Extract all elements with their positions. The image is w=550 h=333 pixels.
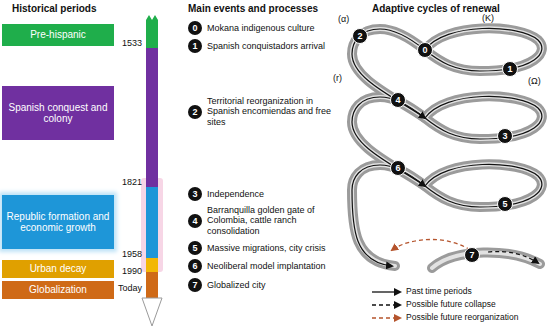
period-band: Spanish conquest and colony bbox=[2, 86, 114, 140]
reorganization-arrow bbox=[392, 240, 470, 251]
event-item: 1 Spanish conquistadors arrival bbox=[188, 39, 325, 53]
bar-segment bbox=[146, 272, 158, 298]
period-name: Pre-hispanic bbox=[30, 29, 86, 41]
legend-text: Possible future reorganization bbox=[406, 313, 518, 322]
year-label: 1958 bbox=[122, 250, 142, 260]
callout-number: 5 bbox=[188, 241, 202, 255]
phase-label: (r) bbox=[333, 74, 342, 84]
year-label: 1990 bbox=[122, 267, 142, 277]
bar-segment bbox=[146, 187, 158, 258]
callout-number: 5 bbox=[502, 200, 507, 209]
event-item: 4 Barranquilla golden gate of Colombia, c… bbox=[188, 205, 339, 236]
legend-text: Possible future collapse bbox=[406, 300, 496, 309]
cycle-circle: 7 bbox=[464, 247, 480, 263]
event-text: Massive migrations, city crisis bbox=[207, 243, 326, 253]
legend-text: Past time periods bbox=[406, 287, 472, 296]
event-text: Neoliberal model implantation bbox=[207, 261, 326, 271]
cycle-ribbon-highlight bbox=[352, 28, 542, 268]
period-name: Republic formation and economic growth bbox=[6, 211, 110, 234]
callout-number: 4 bbox=[395, 96, 400, 105]
column-heading: Adaptive cycles of renewal bbox=[372, 3, 500, 14]
event-item: 0 Mokana indigenous culture bbox=[188, 21, 315, 35]
callout-number: 6 bbox=[188, 259, 202, 273]
cycle-circle: 1 bbox=[502, 61, 518, 77]
cycle-arrow bbox=[352, 28, 542, 266]
callout-number: 3 bbox=[502, 132, 507, 141]
event-item: 7 Globalized city bbox=[188, 278, 266, 292]
bar-segment bbox=[146, 48, 158, 187]
period-name: Spanish conquest and colony bbox=[6, 102, 110, 125]
callout-number: 0 bbox=[188, 21, 202, 35]
event-text: Mokana indigenous culture bbox=[207, 23, 315, 33]
event-item: 3 Independence bbox=[188, 187, 264, 201]
year-label: Today bbox=[118, 284, 142, 294]
cycle-circle: 3 bbox=[497, 128, 513, 144]
event-text: Spanish conquistadors arrival bbox=[207, 41, 325, 51]
period-band: Urban decay bbox=[2, 260, 114, 278]
callout-number: 3 bbox=[188, 187, 202, 201]
callout-number: 7 bbox=[469, 251, 474, 260]
cycle-ribbon bbox=[352, 28, 542, 268]
cycle-circle: 4 bbox=[390, 92, 406, 108]
callout-number: 7 bbox=[188, 278, 202, 292]
bar-glow bbox=[141, 178, 163, 272]
column-heading: Historical periods bbox=[12, 3, 96, 14]
bar-segment bbox=[146, 15, 158, 48]
year-label: 1821 bbox=[122, 178, 142, 188]
event-text: Independence bbox=[207, 189, 264, 199]
cycle-circle: 2 bbox=[352, 28, 368, 44]
callout-number: 2 bbox=[357, 32, 362, 41]
event-text: Barranquilla golden gate of Colombia, ca… bbox=[207, 205, 339, 236]
period-name: Globalization bbox=[29, 284, 87, 296]
callout-number: 1 bbox=[507, 65, 512, 74]
event-text: Globalized city bbox=[207, 280, 266, 290]
period-name: Urban decay bbox=[30, 263, 87, 275]
callout-number: 1 bbox=[188, 39, 202, 53]
bar-arrow bbox=[142, 298, 162, 326]
cycle-circle: 5 bbox=[497, 196, 513, 212]
period-band: Pre-hispanic bbox=[2, 24, 114, 46]
period-band: Globalization bbox=[2, 281, 114, 299]
event-item: 2 Territorial reorganization in Spanish e… bbox=[188, 96, 339, 127]
phase-label: (α) bbox=[338, 15, 349, 25]
event-item: 5 Massive migrations, city crisis bbox=[188, 241, 326, 255]
callout-number: 6 bbox=[395, 164, 400, 173]
phase-label: (K) bbox=[482, 14, 494, 24]
column-heading: Main events and processes bbox=[188, 3, 318, 14]
phase-label: (Ω) bbox=[528, 77, 541, 87]
event-text: Territorial reorganization in Spanish en… bbox=[207, 96, 339, 127]
year-label: 1533 bbox=[122, 39, 142, 49]
cycle-circle: 0 bbox=[417, 42, 433, 58]
event-item: 6 Neoliberal model implantation bbox=[188, 259, 326, 273]
period-band: Republic formation and economic growth bbox=[2, 195, 114, 249]
callout-number: 0 bbox=[422, 46, 427, 55]
callout-number: 4 bbox=[188, 214, 202, 228]
bar-segment bbox=[146, 258, 158, 272]
cycle-circle: 6 bbox=[390, 160, 406, 176]
callout-number: 2 bbox=[188, 105, 202, 119]
legend-samples bbox=[372, 292, 400, 318]
